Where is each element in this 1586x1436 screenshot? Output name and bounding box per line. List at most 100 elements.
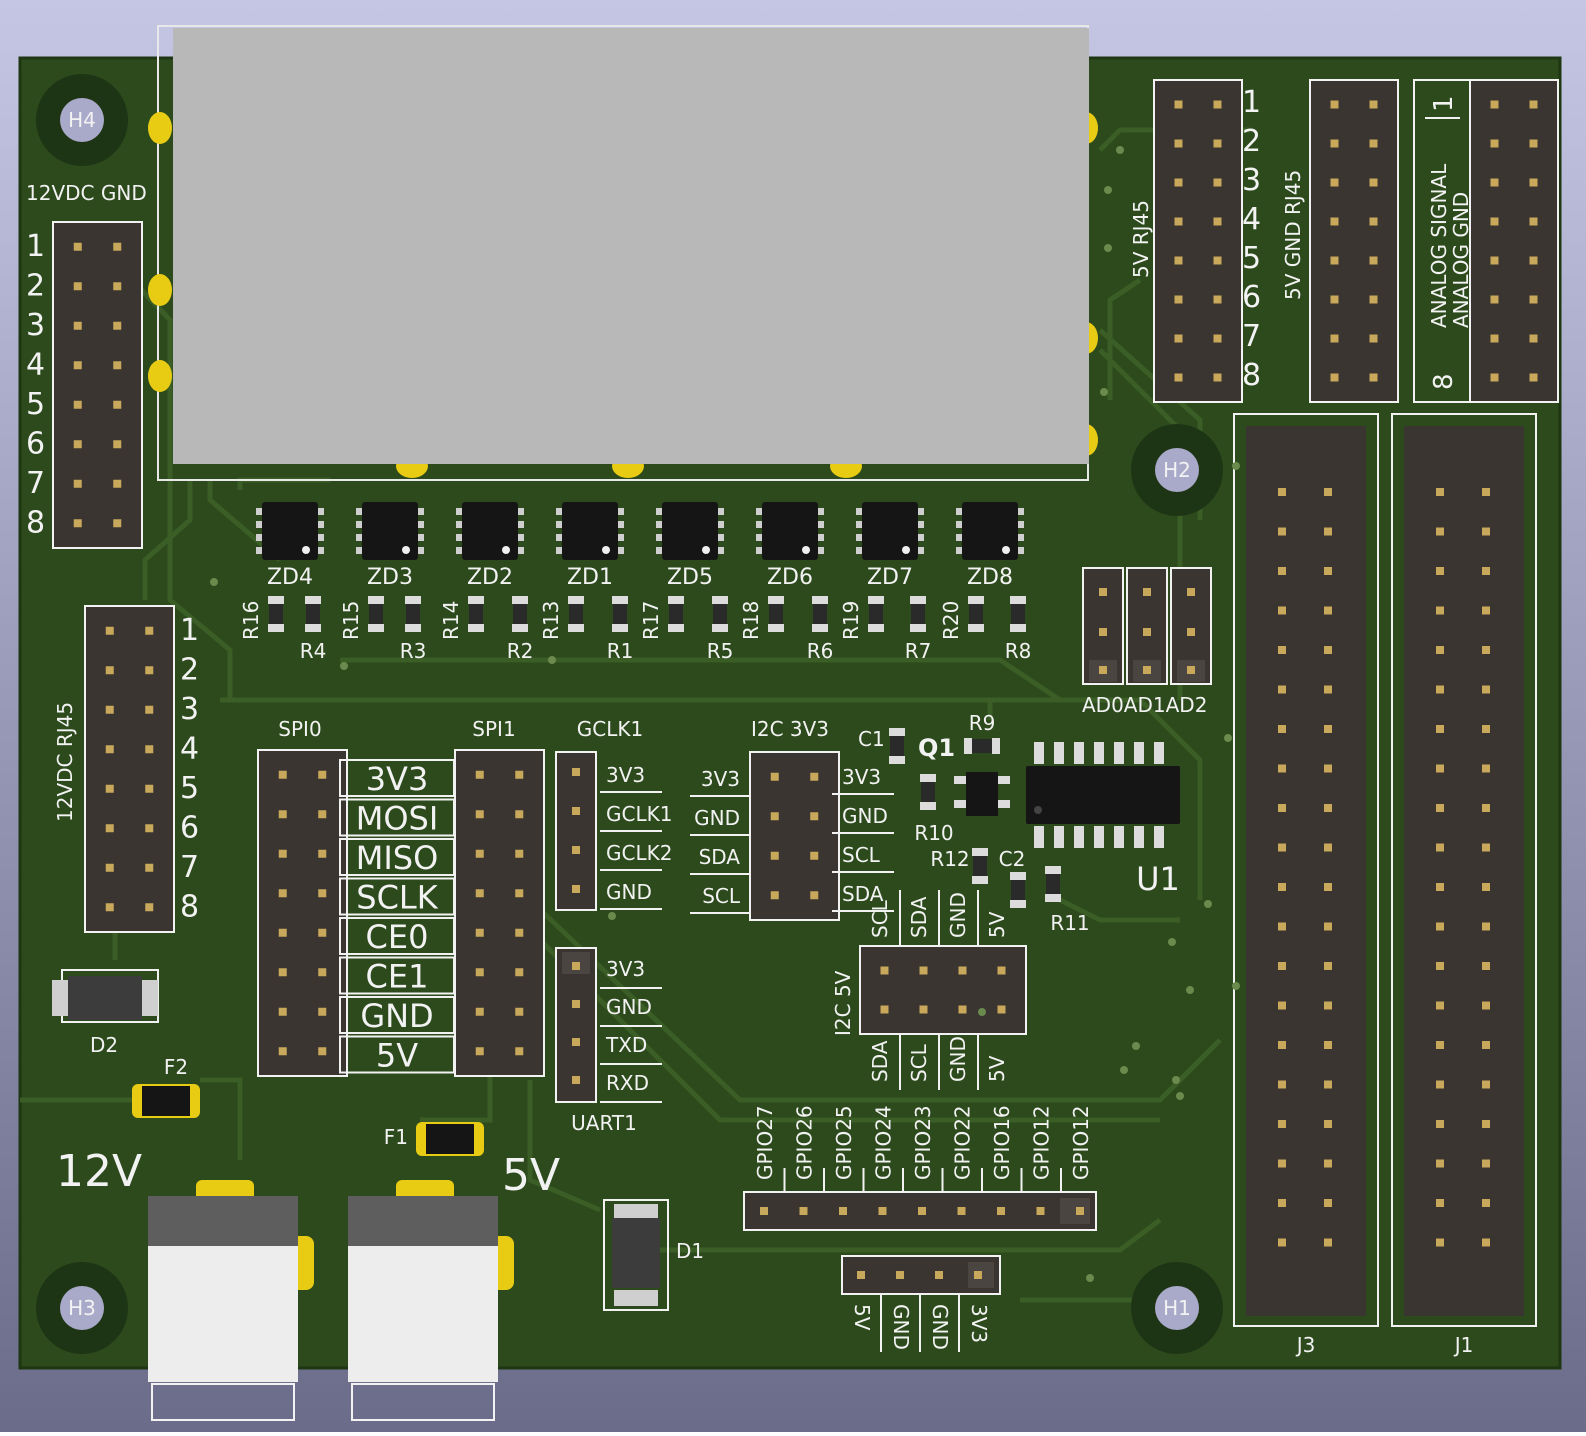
analog-pin-last: 8 xyxy=(1429,373,1459,390)
via xyxy=(1232,982,1240,990)
zener-pin xyxy=(556,534,562,541)
via xyxy=(978,1008,986,1016)
header-i2c-3v3-pin xyxy=(810,891,819,900)
spi-signal-label: 5V xyxy=(376,1037,418,1075)
r10-label: R10 xyxy=(914,821,953,845)
resistor-r17-cap xyxy=(668,596,684,604)
header-5v-gnd-rj45-pin xyxy=(1330,100,1339,109)
uart-signal-label: RXD xyxy=(606,1071,649,1095)
header-j1-pin xyxy=(1436,1041,1444,1049)
header-j1-pin xyxy=(1436,1080,1444,1089)
resistor-r19 xyxy=(869,597,883,631)
via xyxy=(1168,938,1176,946)
header-spi1-pin xyxy=(515,968,524,977)
zener-pin xyxy=(818,521,824,528)
header-j3-pin xyxy=(1278,1199,1286,1207)
header-j1-pin xyxy=(1482,1199,1490,1207)
diode-d1-cap xyxy=(614,1290,658,1306)
uart-pin xyxy=(572,962,580,970)
header-j1-pin xyxy=(1482,488,1490,496)
header-i2c-3v3-pin xyxy=(770,772,779,781)
spi-signal-label: MOSI xyxy=(356,800,439,838)
spi-signal-label: MISO xyxy=(356,839,439,877)
zener-pin xyxy=(818,534,824,541)
gclk-signal-label: GCLK2 xyxy=(606,841,672,865)
left-header-bottom xyxy=(84,605,175,933)
resistor-r16-cap xyxy=(268,596,284,604)
trace xyxy=(420,1060,493,1123)
header-5v-gnd-rj45 xyxy=(1309,79,1399,403)
left-header-bottom-pin xyxy=(145,863,154,872)
header-5v-rj45-pin-number: 8 xyxy=(1242,358,1261,393)
header-j3 xyxy=(1246,426,1366,1316)
diode-d2-cap xyxy=(142,980,158,1016)
analog-pin-first: 1 xyxy=(1429,95,1459,112)
resistor-r13 xyxy=(569,597,583,631)
header-5v-rj45-pin xyxy=(1174,334,1183,343)
capacitor-c1-cap xyxy=(889,728,905,736)
header-j3-pin xyxy=(1324,1120,1332,1128)
header-j1-pin xyxy=(1482,804,1490,812)
q1-pin xyxy=(954,776,966,784)
header-spi0-pin xyxy=(318,770,327,779)
resistor-upper-label: R16 xyxy=(239,601,263,640)
header-spi0-pin xyxy=(278,968,287,977)
i2c-3v3-right-label: SCL xyxy=(842,843,881,867)
resistor-r14 xyxy=(469,597,483,631)
header-i2c-3v3 xyxy=(749,751,840,921)
zener-pin xyxy=(518,534,524,541)
jumper-pin xyxy=(1143,666,1151,674)
header-5v-gnd-rj45-pin xyxy=(1330,295,1339,304)
resistor-lower-label: R4 xyxy=(300,639,327,663)
zener-pin xyxy=(718,508,724,515)
resistor-r9-cap xyxy=(992,738,1000,754)
resistor-r19-cap xyxy=(868,596,884,604)
i2c-5v-bottom-label: 5V xyxy=(985,1055,1009,1082)
header-analog-pin xyxy=(1490,139,1499,148)
header-5v-rj45-pin xyxy=(1174,178,1183,187)
spi1-title: SPI1 xyxy=(472,717,515,741)
gpio-label: GPIO23 xyxy=(911,1105,935,1180)
header-j1-pin xyxy=(1436,1159,1444,1168)
header-i2c-3v3-pin xyxy=(770,891,779,900)
via xyxy=(1186,986,1194,994)
i2c-5v-top-label: SDA xyxy=(907,896,931,938)
zener-pin xyxy=(718,547,724,554)
zener-pin xyxy=(918,534,924,541)
left-header-bottom-pin xyxy=(105,863,114,872)
resistor-r20 xyxy=(969,597,983,631)
header-5v-rj45-pin-number: 1 xyxy=(1242,85,1261,120)
header-5v-gnd-rj45-pin xyxy=(1369,373,1378,382)
spi-signal-box xyxy=(339,996,455,1034)
header-j1-pin xyxy=(1482,962,1490,970)
resistor-r20-cap xyxy=(968,596,984,604)
header-j3-pin xyxy=(1324,527,1332,536)
left-header-bottom-pin xyxy=(145,745,154,754)
via xyxy=(1104,244,1112,252)
header-analog-pin xyxy=(1529,373,1538,382)
i2c-5v-bottom-label: SDA xyxy=(868,1040,892,1082)
header-j1 xyxy=(1404,426,1524,1316)
header-j1-pin xyxy=(1482,527,1490,536)
resistor-upper-label: R19 xyxy=(839,601,863,640)
header-i2c-5v-pin xyxy=(919,1005,928,1014)
zener-pin xyxy=(856,508,862,515)
gclk-signal-label: 3V3 xyxy=(606,763,645,787)
q1-pin xyxy=(998,776,1010,784)
d2-label: D2 xyxy=(90,1033,118,1057)
left-header-top-pin xyxy=(113,519,122,528)
gclk-pin xyxy=(572,885,580,893)
resistor-r20-cap xyxy=(968,624,984,632)
zener-pin xyxy=(418,508,424,515)
header-5v-rj45-pin xyxy=(1213,373,1222,382)
header-j1-pin xyxy=(1436,883,1444,891)
i2c-3v3-title: I2C 3V3 xyxy=(751,717,829,741)
header-j3-pin xyxy=(1324,1159,1332,1168)
resistor-r10-cap xyxy=(920,802,936,810)
zener-pin xyxy=(956,534,962,541)
header-5v-rj45-pin-number: 3 xyxy=(1242,163,1261,198)
header-j1-pin xyxy=(1436,922,1444,931)
resistor-lower-label: R7 xyxy=(905,639,932,663)
zener-pin1-dot xyxy=(302,546,310,554)
resistor-r11-cap xyxy=(1045,894,1061,902)
